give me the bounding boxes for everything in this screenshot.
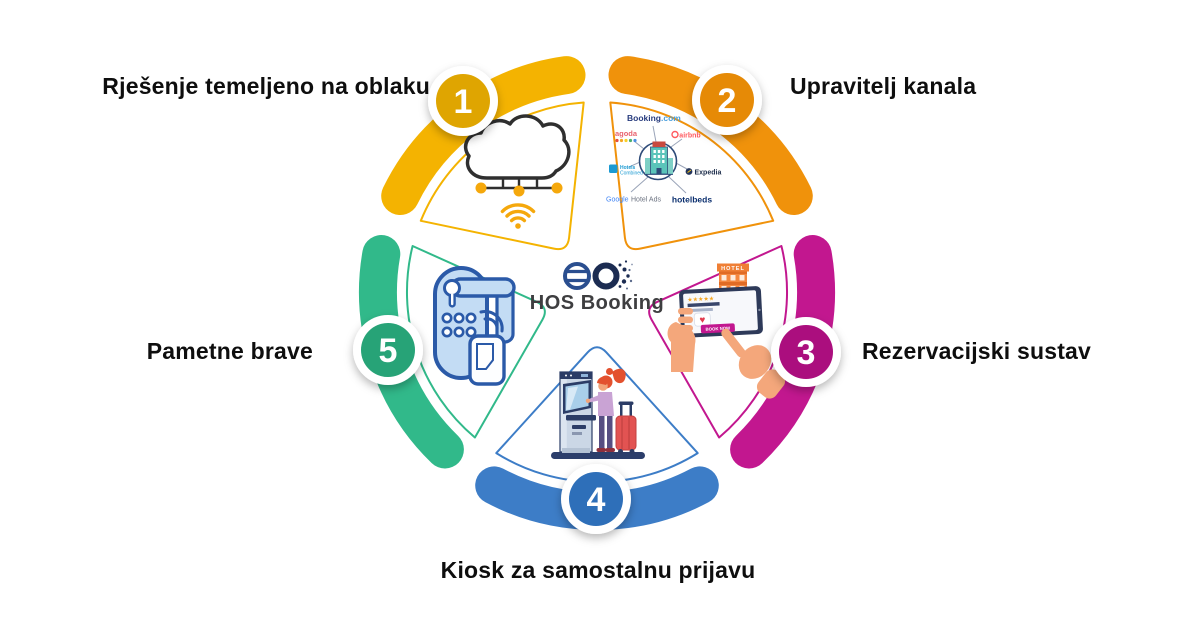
segment-label-kiosk: Kiosk za samostalnu prijavu bbox=[440, 557, 756, 583]
badge-number-1: 1 bbox=[454, 83, 473, 121]
brand-name: HOS Booking bbox=[530, 292, 664, 314]
segment-badge-1: 1 bbox=[428, 66, 498, 136]
segment-wedge-2 bbox=[609, 101, 775, 251]
agoda-dots-icon bbox=[615, 138, 637, 143]
segment-badge-4: 4 bbox=[561, 464, 631, 534]
keyfob-wifi-icon bbox=[479, 310, 504, 333]
badge-number-3: 3 bbox=[797, 334, 816, 372]
badge-number-5: 5 bbox=[379, 332, 398, 370]
channel-logo-airbnb: airbnb bbox=[679, 133, 700, 140]
kiosk-machine bbox=[559, 371, 596, 453]
segment-badge-2: 2 bbox=[692, 65, 762, 135]
holding-hand bbox=[667, 308, 696, 372]
channel-logo-booking-com: .com bbox=[661, 113, 681, 123]
segment-label-locks: Pametne brave bbox=[146, 338, 313, 364]
channel-logo-google-hotel-ads: Hotel Ads bbox=[631, 197, 661, 204]
guest-figure bbox=[585, 368, 626, 452]
channel-logo-hotels-combined-2: Combined bbox=[620, 171, 643, 177]
channel-manager-icon: Booking .com agoda airbnb Hotels Combine… bbox=[606, 113, 721, 205]
segment-label-channel: Upravitelj kanala bbox=[790, 73, 977, 99]
rating-stars: ★★★★★ bbox=[687, 295, 714, 303]
segment-badge-3: 3 bbox=[771, 317, 841, 387]
wifi-icon bbox=[500, 203, 536, 229]
book-now-label: BOOK NOW bbox=[705, 325, 731, 331]
heart-icon: ♥ bbox=[699, 315, 706, 326]
hotel-building-icon bbox=[645, 141, 673, 175]
cloud-network-icon bbox=[463, 114, 571, 229]
channel-logo-booking: Booking bbox=[627, 113, 661, 123]
channel-logo-expedia: Expedia bbox=[695, 170, 722, 177]
segment-badge-5: 5 bbox=[353, 315, 423, 385]
hos-booking-logo: HOS Booking bbox=[530, 260, 664, 314]
channel-logo-google: Google bbox=[606, 197, 629, 204]
segment-label-cloud: Rješenje temeljeno na oblaku bbox=[102, 73, 430, 99]
smart-lock-icon bbox=[433, 266, 516, 386]
channel-logo-hotels-combined-1: Hotels bbox=[620, 165, 636, 171]
airbnb-icon bbox=[671, 130, 679, 139]
hotels-combined-icon bbox=[609, 164, 618, 173]
badge-number-4: 4 bbox=[587, 481, 606, 519]
booking-tablet-icon: HOTEL ★★★★★ ♥ BOOK NOW bbox=[667, 263, 786, 399]
suitcase-icon bbox=[615, 401, 637, 454]
hotel-sign-text: HOTEL bbox=[721, 266, 745, 272]
channel-logo-hotelbeds: hotelbeds bbox=[672, 195, 712, 205]
pointing-hand bbox=[721, 328, 786, 399]
logo-pixel-dots bbox=[618, 260, 633, 290]
channel-logo-agoda: agoda bbox=[615, 129, 638, 138]
keyhole bbox=[443, 279, 461, 297]
segment-wedge-4 bbox=[495, 346, 699, 483]
keypad-dots[interactable] bbox=[441, 312, 477, 338]
badge-number-2: 2 bbox=[718, 82, 737, 120]
segment-label-reservation: Rezervacijski sustav bbox=[862, 338, 1092, 364]
door-handle bbox=[450, 277, 516, 298]
tablet-camera-dot bbox=[758, 308, 761, 312]
self-checkin-kiosk-icon bbox=[551, 368, 645, 459]
